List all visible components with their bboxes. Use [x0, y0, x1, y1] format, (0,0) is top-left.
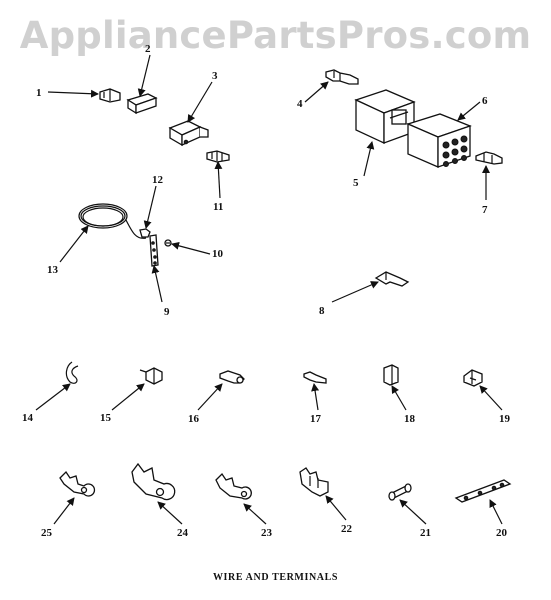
- part-18-connector: [383, 364, 399, 386]
- callout-10: 10: [212, 248, 224, 260]
- callout-14: 14: [22, 412, 34, 424]
- part-20-terminal-board: [454, 479, 512, 503]
- watermark-logo: AppliancePartsPros.com: [19, 14, 532, 57]
- part-1-terminal: [99, 88, 121, 103]
- callout-numbers: 1 2 3 4 5 6 7 8 9 10 11 12 13 14 15 16 1…: [22, 43, 511, 539]
- part-23-ring-terminal: [215, 472, 252, 500]
- part-14-hook-clip: [65, 361, 79, 384]
- part-12-small-terminal: [139, 228, 151, 238]
- part-19-connector: [463, 369, 483, 387]
- part-13-wire-coil: [78, 203, 147, 239]
- callout-25: 25: [41, 527, 53, 539]
- callout-5: 5: [353, 177, 359, 189]
- callout-1: 1: [36, 87, 42, 99]
- part-21-butt-splice: [388, 483, 412, 501]
- part-25-ring-terminal: [59, 470, 96, 497]
- part-16-ring-terminal: [219, 370, 245, 384]
- callout-12: 12: [152, 174, 164, 186]
- part-15-clamp-terminal: [139, 367, 163, 385]
- diagram-title: WIRE AND TERMINALS: [212, 572, 339, 583]
- leader-lines: [35, 54, 503, 525]
- callout-19: 19: [499, 413, 511, 425]
- callout-2: 2: [145, 43, 151, 55]
- part-5-plug-housing: [354, 89, 416, 145]
- part-17-pin-terminal: [303, 371, 327, 384]
- part-22-flag-terminal: [299, 467, 329, 497]
- part-4-pin-terminal: [325, 69, 359, 85]
- part-11-pin-terminal: [206, 150, 230, 163]
- part-9-terminal-strip: [149, 234, 159, 267]
- callout-18: 18: [404, 413, 416, 425]
- part-2-connector-sleeve: [126, 93, 158, 115]
- callout-7: 7: [482, 204, 488, 216]
- callout-23: 23: [261, 527, 273, 539]
- callout-13: 13: [47, 264, 59, 276]
- part-10-screw: [164, 239, 172, 247]
- callout-22: 22: [341, 523, 353, 535]
- part-24-ring-terminal-large: [131, 462, 176, 501]
- callout-6: 6: [482, 95, 488, 107]
- callout-17: 17: [310, 413, 322, 425]
- callout-16: 16: [188, 413, 200, 425]
- callout-21: 21: [420, 527, 431, 539]
- callout-8: 8: [319, 305, 325, 317]
- callout-15: 15: [100, 412, 112, 424]
- callout-11: 11: [213, 201, 223, 213]
- part-3-housing: [168, 120, 209, 147]
- callout-20: 20: [496, 527, 508, 539]
- callout-9: 9: [164, 306, 170, 318]
- part-7-socket-terminal: [475, 151, 503, 165]
- callout-24: 24: [177, 527, 189, 539]
- callout-4: 4: [297, 98, 303, 110]
- part-8-clip: [374, 271, 410, 287]
- part-6-receptacle-housing: [406, 113, 472, 168]
- callout-3: 3: [212, 70, 218, 82]
